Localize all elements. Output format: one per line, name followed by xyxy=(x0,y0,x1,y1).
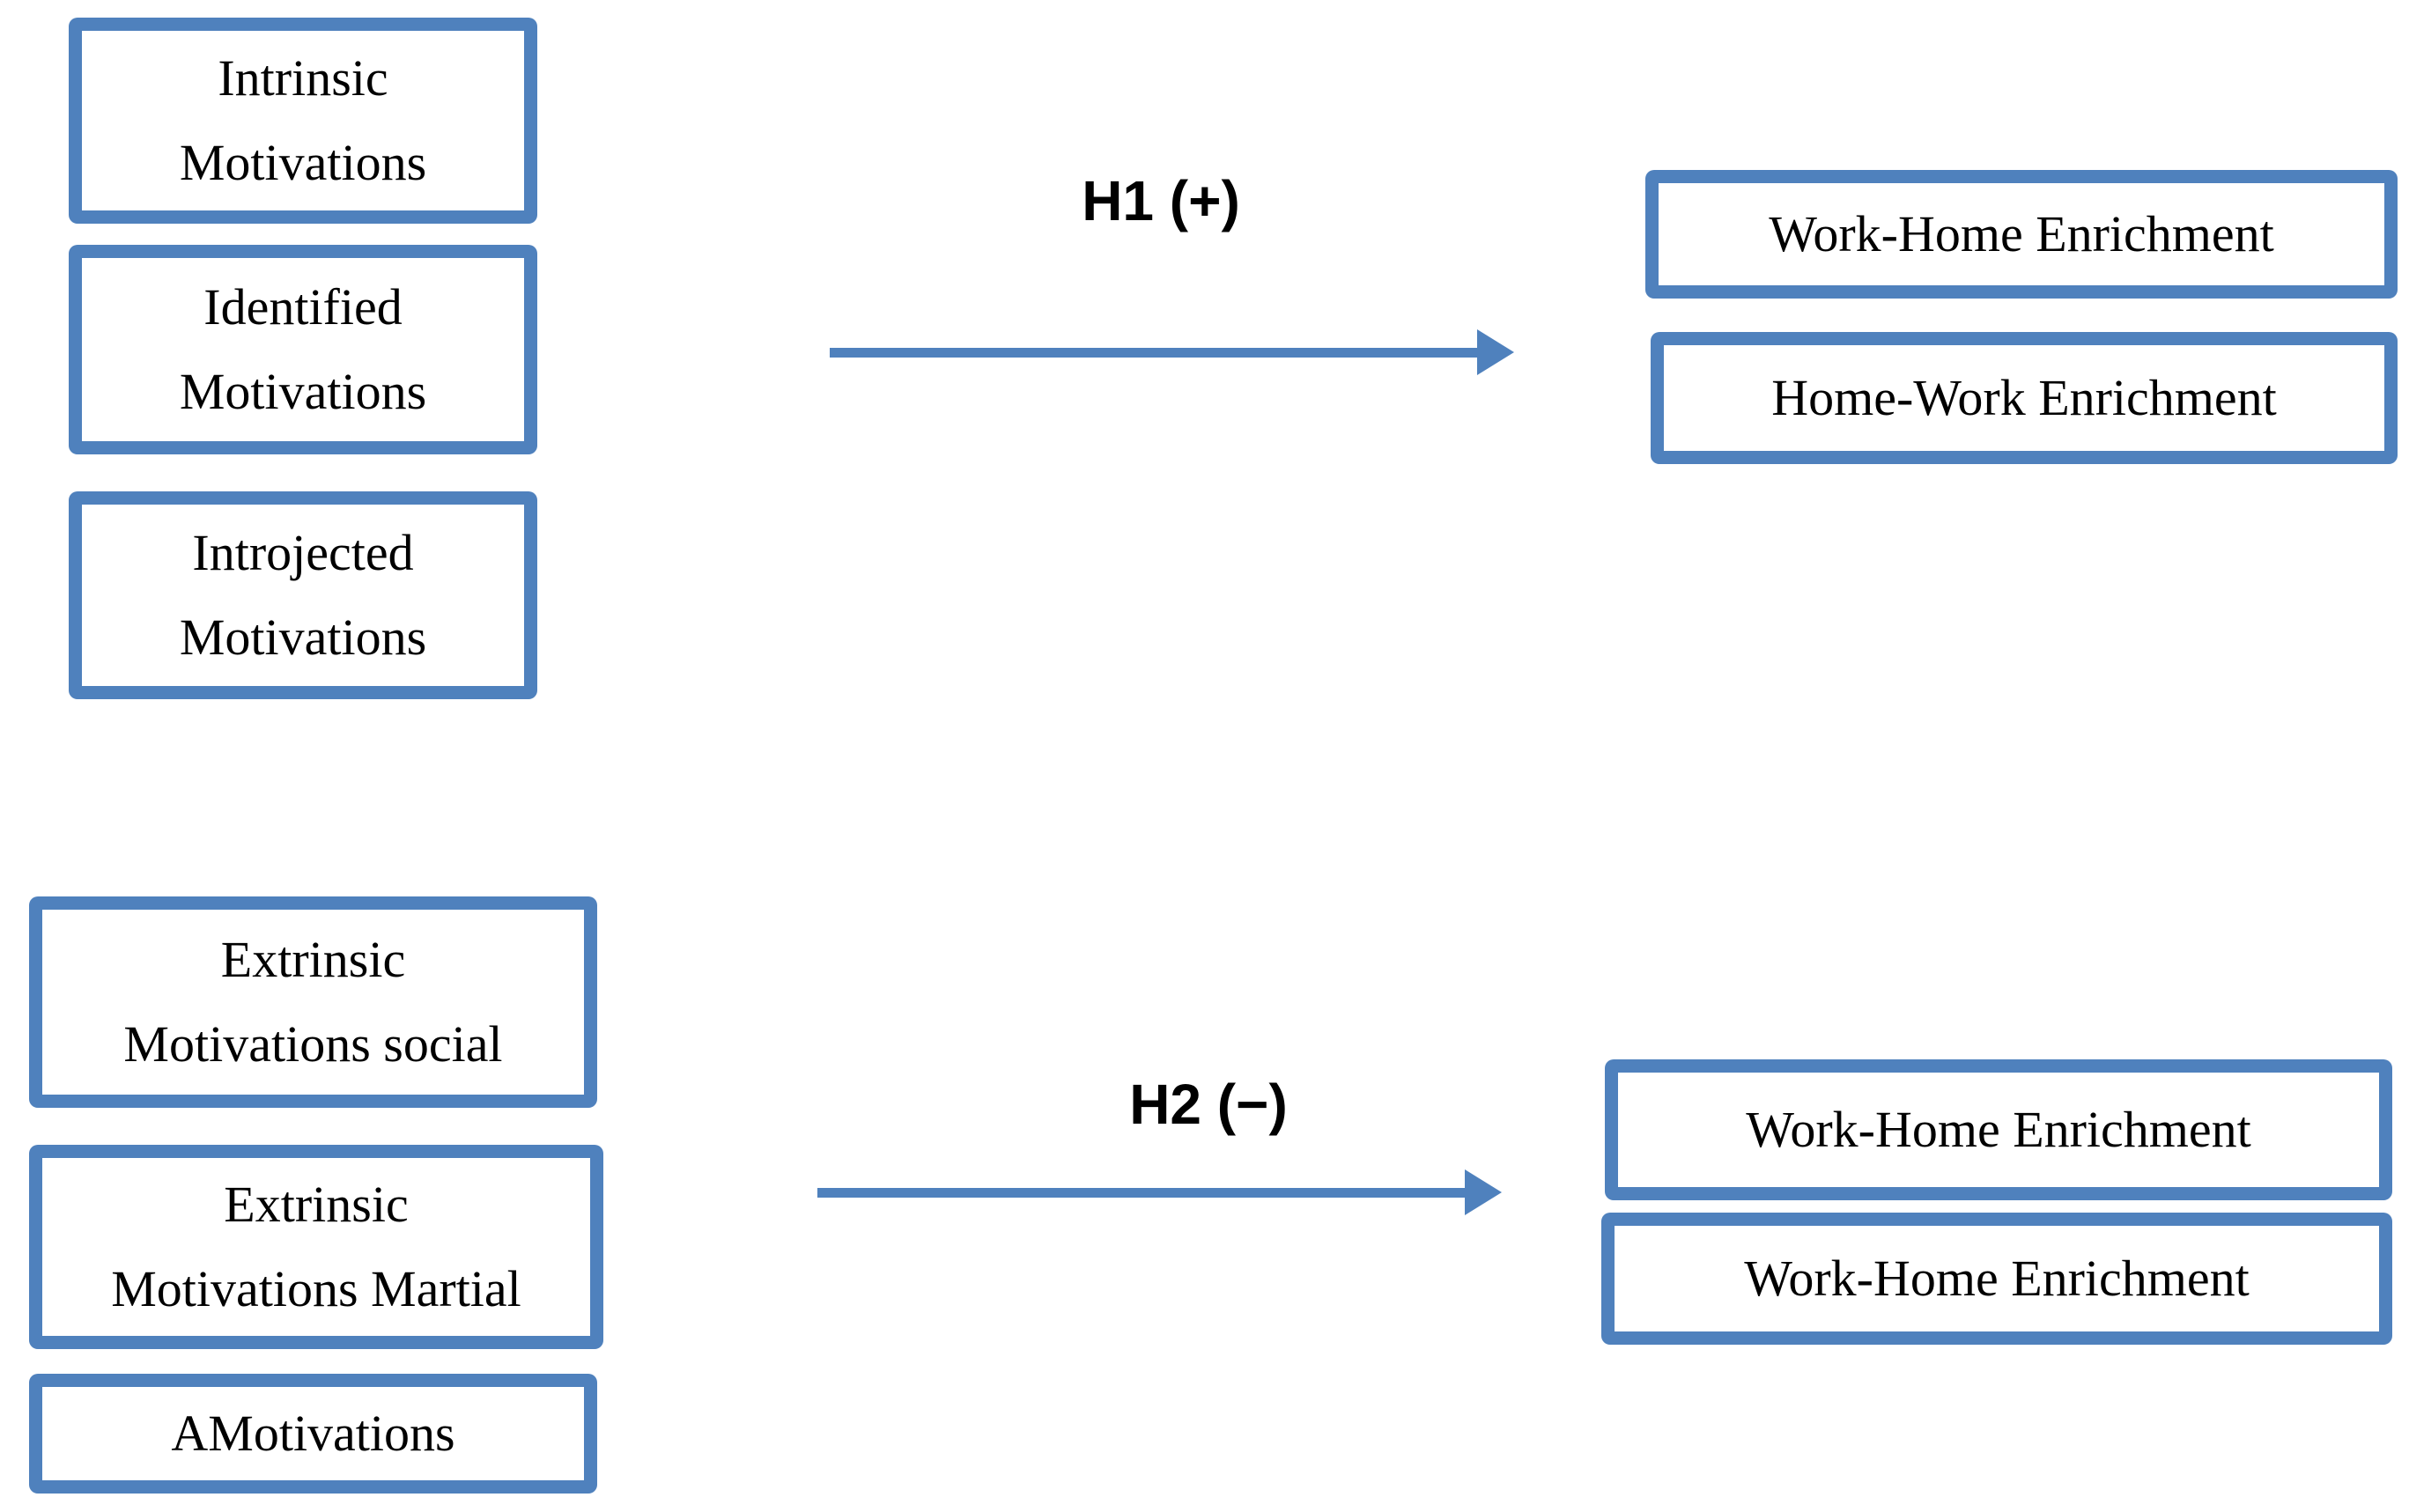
box-text-line: Motivations social xyxy=(123,1015,503,1073)
box-intrinsic-motivations: Intrinsic Motivations xyxy=(69,18,537,224)
box-extrinsic-motivations-social: Extrinsic Motivations social xyxy=(29,896,597,1108)
hypothesis-label-h2: H2 (−) xyxy=(1129,1073,1288,1136)
box-work-home-enrichment-bottom-1: Work-Home Enrichment xyxy=(1605,1059,2392,1200)
h1-arrow-head-icon xyxy=(1477,329,1514,375)
box-work-home-enrichment-top: Work-Home Enrichment xyxy=(1645,170,2398,299)
box-introjected-motivations: Introjected Motivations xyxy=(69,491,537,699)
box-text-line: Identified xyxy=(203,278,403,336)
h1-arrow-shaft xyxy=(830,348,1477,358)
box-identified-motivations: Identified Motivations xyxy=(69,245,537,454)
box-text-line: Home-Work Enrichment xyxy=(1771,369,2277,427)
box-work-home-enrichment-bottom-2: Work-Home Enrichment xyxy=(1601,1213,2392,1345)
box-text-line: AMotivations xyxy=(171,1405,455,1463)
box-text-line: Motivations xyxy=(179,363,427,420)
hypothesis-label-h1: H1 (+) xyxy=(1082,169,1240,232)
box-text-line: Work-Home Enrichment xyxy=(1746,1101,2251,1159)
box-text-line: Extrinsic xyxy=(220,931,406,989)
box-text-line: Extrinsic xyxy=(224,1176,409,1234)
box-text-line: Introjected xyxy=(192,524,414,582)
box-text-line: Intrinsic xyxy=(218,49,388,107)
box-text-line: Motivations Martial xyxy=(111,1260,521,1317)
h2-arrow-head-icon xyxy=(1465,1169,1502,1215)
box-text-line: Work-Home Enrichment xyxy=(1769,205,2274,263)
box-text-line: Motivations xyxy=(179,608,427,666)
h2-arrow-shaft xyxy=(817,1188,1465,1198)
box-text-line: Work-Home Enrichment xyxy=(1744,1250,2250,1308)
box-text-line: Motivations xyxy=(179,134,427,191)
box-home-work-enrichment-top: Home-Work Enrichment xyxy=(1651,332,2398,464)
box-amotivations: AMotivations xyxy=(29,1374,597,1494)
box-extrinsic-motivations-martial: Extrinsic Motivations Martial xyxy=(29,1145,603,1349)
